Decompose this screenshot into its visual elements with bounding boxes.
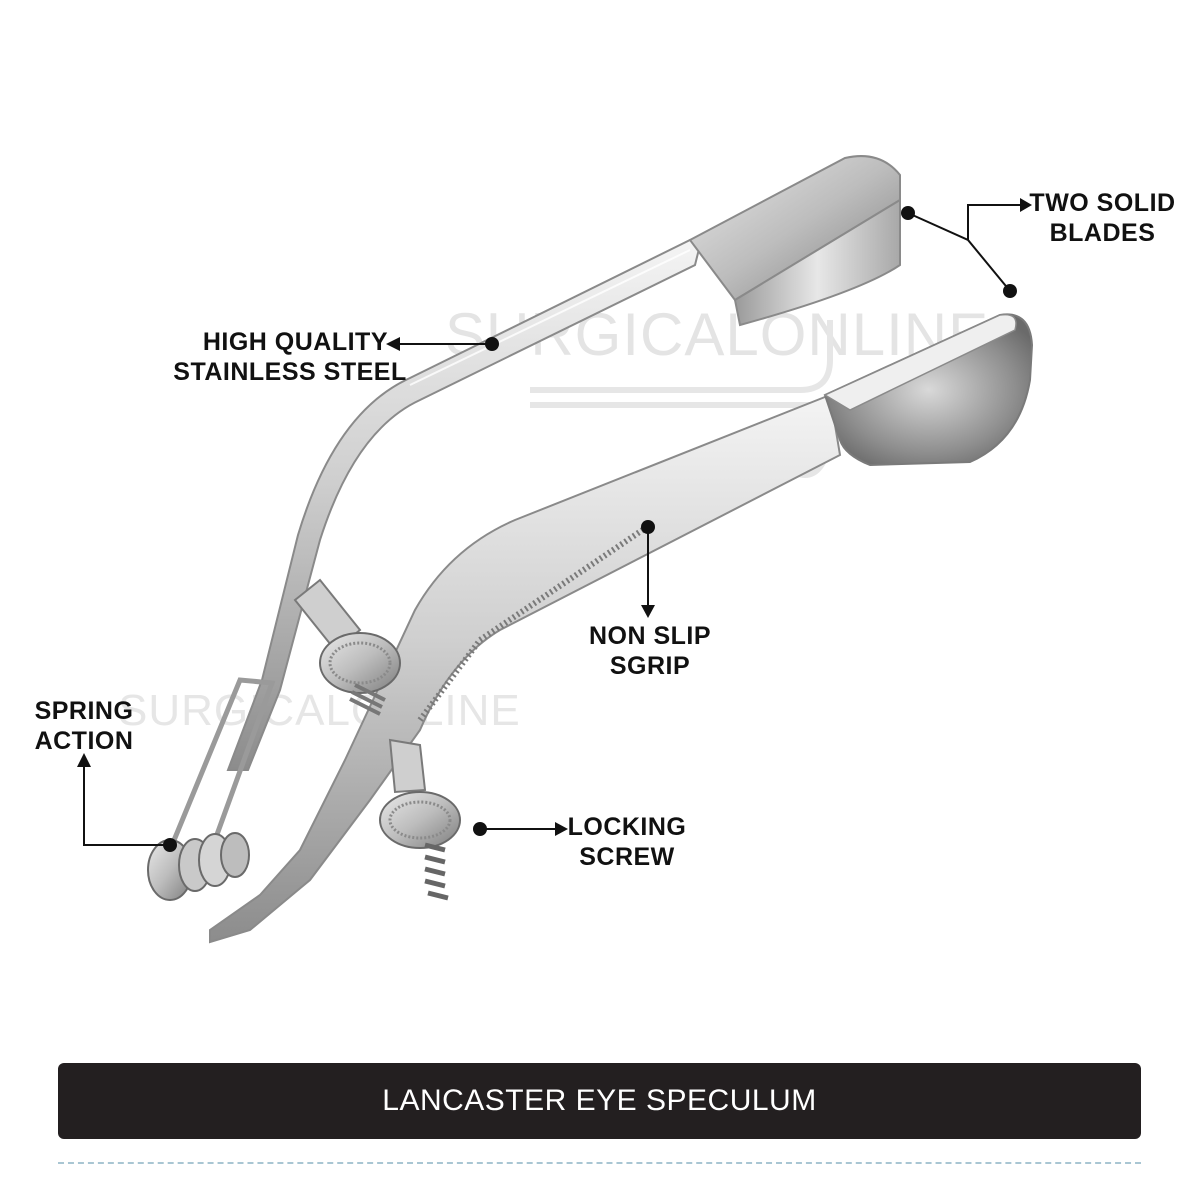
- callout-spring-action: SPRING ACTION: [22, 696, 146, 756]
- lower-blade: [823, 313, 1034, 467]
- callout-grip-line1: NON SLIP: [588, 622, 712, 650]
- callout-screw-line2: SCREW: [579, 843, 675, 871]
- callout-blades-line2: BLADES: [1049, 219, 1156, 247]
- callout-connectors: [83, 204, 1022, 846]
- callout-locking-screw: LOCKING SCREW: [562, 812, 692, 872]
- callout-steel-line1: HIGH QUALITY: [202, 328, 388, 356]
- upper-arm: [226, 238, 702, 771]
- callout-steel-line2: STAINLESS STEEL: [173, 358, 407, 386]
- spring-coil: [147, 832, 250, 901]
- callout-grip-line2: SGRIP: [609, 652, 691, 680]
- callout-markers: [77, 198, 1032, 852]
- lower-arm: [209, 393, 842, 944]
- dashed-divider: [58, 1162, 1141, 1164]
- callout-high-quality-stainless-steel: HIGH QUALITY STAINLESS STEEL: [170, 327, 410, 387]
- upper-locking-screw: [293, 578, 401, 716]
- lower-locking-screw: [379, 738, 461, 901]
- callout-blades-line1: TWO SOLID: [1029, 189, 1176, 217]
- spring-wire: [167, 677, 276, 851]
- callout-spring-line1: SPRING: [34, 697, 134, 725]
- callout-non-slip-grip: NON SLIP SGRIP: [580, 621, 720, 681]
- watermark-secondary: SURGICALONLINE: [118, 686, 521, 735]
- product-title: LANCASTER EYE SPECULUM: [382, 1084, 817, 1117]
- callout-spring-line2: ACTION: [34, 727, 134, 755]
- product-title-bar: LANCASTER EYE SPECULUM: [58, 1063, 1141, 1139]
- upper-blade: [688, 155, 901, 327]
- callout-screw-line1: LOCKING: [567, 813, 687, 841]
- callout-two-solid-blades: TWO SOLID BLADES: [1025, 188, 1180, 248]
